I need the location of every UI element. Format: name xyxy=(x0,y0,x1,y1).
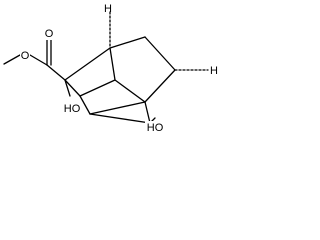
stereo-h-right: H xyxy=(210,65,218,77)
bond-cage xyxy=(64,79,81,97)
stereo-h-top: H xyxy=(104,3,112,15)
hashed-hydrogen-top: H xyxy=(104,3,112,49)
bond-cage xyxy=(79,95,91,115)
bond-cage xyxy=(109,47,116,81)
bond-carbonyl-c-ring xyxy=(46,64,66,81)
hydroxyl-label-2: HO xyxy=(147,122,164,134)
bond-cage xyxy=(89,101,146,115)
bond-cage xyxy=(114,79,146,103)
bond-cage xyxy=(109,36,146,49)
bond-cage xyxy=(144,101,151,124)
hashed-hydrogen-right: H xyxy=(174,65,218,77)
bond-o-carbonyl-c xyxy=(29,54,48,66)
bond-cage xyxy=(144,36,176,71)
bond-cage xyxy=(64,47,111,81)
bond-cage xyxy=(79,79,116,97)
bond-methyl-o xyxy=(3,54,21,65)
ester-oxygen-carbonyl: O xyxy=(45,28,54,40)
hydroxyl-label-1: HO xyxy=(64,103,81,115)
bond-cage xyxy=(89,113,151,124)
chemical-structure: H H O O HO HO xyxy=(3,3,218,134)
bond-cage xyxy=(144,69,176,103)
bond-c-oh-1 xyxy=(64,79,71,97)
ester-oxygen-methoxy: O xyxy=(21,50,30,62)
